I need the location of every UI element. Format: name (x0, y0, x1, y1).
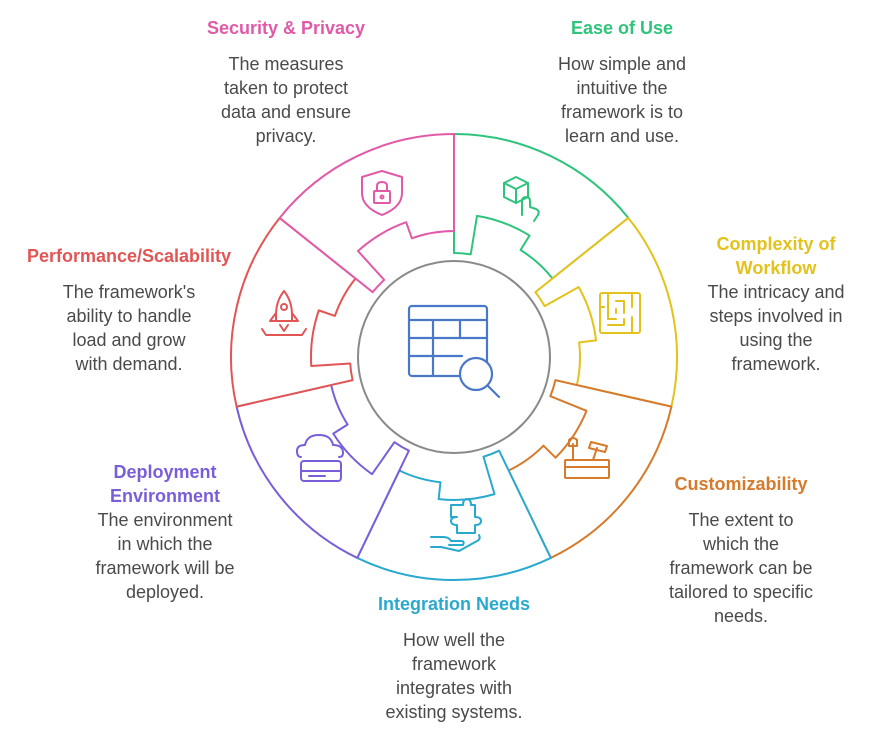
segment-complexity-of-workflow: Complexity of Workflow The intricacy and… (690, 232, 862, 376)
wheel-segment-outline (230, 216, 357, 408)
wheel-segment-ease (453, 133, 630, 280)
wheel-segment-custom (507, 379, 673, 559)
cloud-server-icon (296, 434, 344, 482)
segment-integration-needs: Integration Needs How well the framework… (354, 592, 554, 724)
wheel-segment-outline (507, 379, 673, 559)
wheel-segment-perf (230, 216, 357, 408)
toolbox-icon (564, 437, 610, 479)
segment-description: The extent to which the framework can be… (668, 510, 814, 626)
segment-title: Deployment Environment (109, 462, 220, 506)
segment-title: Performance/Scalability (26, 246, 232, 266)
segment-performance-scalability: Performance/Scalability The framework's … (16, 244, 242, 376)
segment-title: Ease of Use (570, 18, 674, 38)
rocket-icon (261, 290, 307, 336)
maze-icon (599, 292, 641, 334)
wheel-segment-outline (534, 216, 678, 408)
segment-title: Complexity of Workflow (716, 234, 836, 278)
segment-description: The framework's ability to handle load a… (62, 282, 196, 374)
segment-deployment-environment: Deployment Environment The environment i… (76, 460, 254, 604)
segment-title: Security & Privacy (206, 18, 366, 38)
wheel-segment-outline (453, 133, 630, 280)
wheel-segment-outline (278, 133, 455, 294)
segment-title: Customizability (674, 474, 808, 494)
segment-description: The measures taken to protect data and e… (220, 54, 352, 146)
segment-description: The environment in which the framework w… (95, 510, 235, 602)
wheel-segment-security (278, 133, 455, 294)
table-search-icon (407, 304, 501, 399)
wheel-segment-integration (356, 449, 552, 581)
cube-touch-icon (503, 176, 540, 222)
segment-security-privacy: Security & Privacy The measures taken to… (190, 16, 382, 148)
puzzle-hand-icon (430, 498, 482, 552)
segment-description: How well the framework integrates with e… (385, 630, 523, 722)
lock-shield-icon (361, 170, 403, 216)
wheel-segment-outline (356, 449, 552, 581)
segment-title: Integration Needs (377, 594, 531, 614)
wheel-segment-complexity (534, 216, 678, 408)
segment-description: The intricacy and steps involved in usin… (707, 282, 845, 374)
segment-ease-of-use: Ease of Use How simple and intuitive the… (528, 16, 716, 148)
segment-customizability: Customizability The extent to which the … (650, 472, 832, 628)
segment-description: How simple and intuitive the framework i… (557, 54, 687, 146)
